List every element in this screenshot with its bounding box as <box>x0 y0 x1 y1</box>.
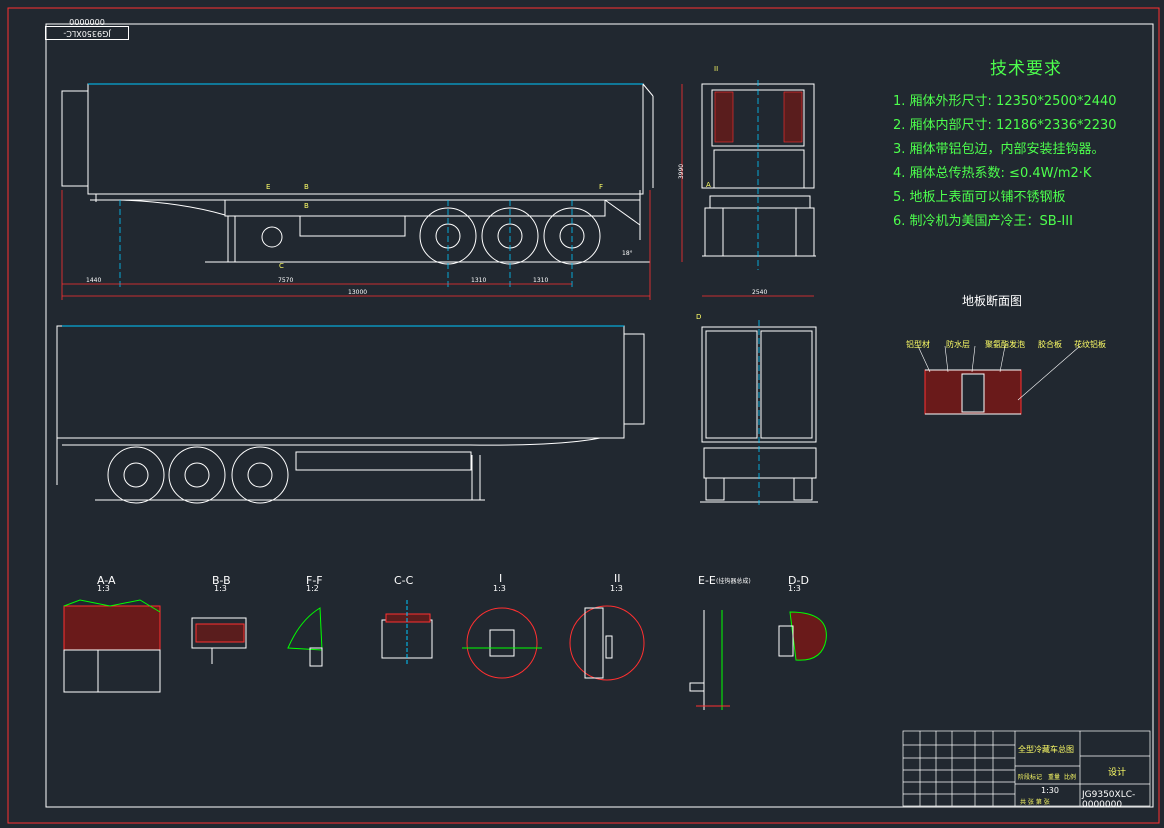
detail-ii <box>569 605 645 681</box>
detail-b-b <box>191 617 247 664</box>
detail-d-d <box>778 611 827 661</box>
section-scale-b-b: 1:3 <box>214 584 227 593</box>
section-title-f-f: F-F <box>306 574 323 587</box>
section-scale-e-e: (挂钩器总成) <box>716 578 751 585</box>
requirement-item: 5. 地板上表面可以铺不锈钢板 <box>893 190 1066 205</box>
section-scale-i: 1:3 <box>493 584 506 593</box>
inner-frame <box>45 23 1154 808</box>
side-view-top <box>61 83 654 265</box>
drawing-code-stamp: JG9350XLC-0000000 <box>45 17 129 40</box>
detail-c-c <box>381 600 433 666</box>
floor-section-drawing <box>917 345 1081 415</box>
dim-angle: 18° <box>622 250 633 257</box>
title-block-scale-label: 比例 <box>1064 774 1077 781</box>
marker-b-lower: B <box>304 202 309 210</box>
detail-i <box>462 607 542 679</box>
refrigeration-unit-hatch <box>714 91 803 143</box>
requirement-item: 2. 厢体内部尺寸: 12186*2336*2230 <box>893 118 1117 133</box>
dim-side-mid: 7570 <box>278 277 294 284</box>
marker-e: E <box>266 183 271 191</box>
marker-ii: II <box>714 65 719 73</box>
title-block-company: 设计 <box>1108 768 1127 778</box>
title-block-drawing-name: 全型冷藏车总图 <box>1018 745 1074 754</box>
floor-label: 聚氨酯发泡 <box>985 340 1025 349</box>
detail-e-e <box>689 610 730 710</box>
marker-b: B <box>304 183 309 191</box>
dim-side-front: 1440 <box>86 277 102 284</box>
floor-label: 铝型材 <box>906 340 930 349</box>
outer-frame <box>7 7 1160 824</box>
marker-c: C <box>279 262 284 270</box>
marker-f: F <box>599 183 604 191</box>
requirement-item: 4. 厢体总传热系数: ≤0.4W/m2·K <box>893 166 1092 181</box>
section-scale-a-a: 1:3 <box>97 584 110 593</box>
requirement-item: 1. 厢体外形尺寸: 12350*2500*2440 <box>893 94 1117 109</box>
title-block-stage-label: 阶段标记 <box>1018 774 1043 781</box>
dim-side-total: 13000 <box>348 289 368 296</box>
section-scale-ii: 1:3 <box>610 584 623 593</box>
floor-label: 花纹铝板 <box>1074 340 1106 349</box>
tech-requirements-title: 技术要求 <box>990 59 1062 79</box>
title-block-sheet-label: 共 张 第 张 <box>1020 799 1050 806</box>
title-block-weight-label: 重量 <box>1048 774 1061 781</box>
floor-label: 防水层 <box>946 340 970 349</box>
section-title-ii: II <box>614 572 621 585</box>
section-title-c-c: C-C <box>394 574 414 587</box>
dim-rear-width: 2540 <box>752 289 768 296</box>
title-block-scale: 1:30 <box>1041 786 1059 795</box>
detail-a-a <box>63 599 161 693</box>
dim-height: 3990 <box>678 163 686 180</box>
title-block-grid <box>902 730 1151 807</box>
side-view-bottom <box>56 325 645 504</box>
section-title-b-b: B-B <box>212 574 231 587</box>
section-title-a-a: A-A <box>97 574 116 587</box>
side-dimension-lines <box>61 190 651 300</box>
title-block-code: JG9350XLC-0000000 <box>1082 790 1136 810</box>
requirement-item: 6. 制冷机为美国产冷王：SB-III <box>893 214 1073 229</box>
floor-label: 胶合板 <box>1038 340 1062 349</box>
section-scale-f-f: 1:2 <box>306 584 319 593</box>
dim-axle-2: 1310 <box>533 277 549 284</box>
side-view-centerlines <box>119 200 573 290</box>
section-scale-d-d: 1:3 <box>788 584 801 593</box>
section-title-e-e: E-E <box>698 574 716 587</box>
requirement-item: 3. 厢体带铝包边，内部安装挂钩器。 <box>893 142 1105 157</box>
section-title-d-d: D-D <box>788 574 809 587</box>
section-title-i: I <box>499 572 503 585</box>
dim-axle-1: 1310 <box>471 277 487 284</box>
detail-f-f <box>287 607 323 667</box>
marker-a: A <box>706 181 711 189</box>
marker-d: D <box>696 313 702 321</box>
floor-section-title: 地板断面图 <box>962 294 1023 308</box>
rear-dimension-lines <box>681 84 814 297</box>
